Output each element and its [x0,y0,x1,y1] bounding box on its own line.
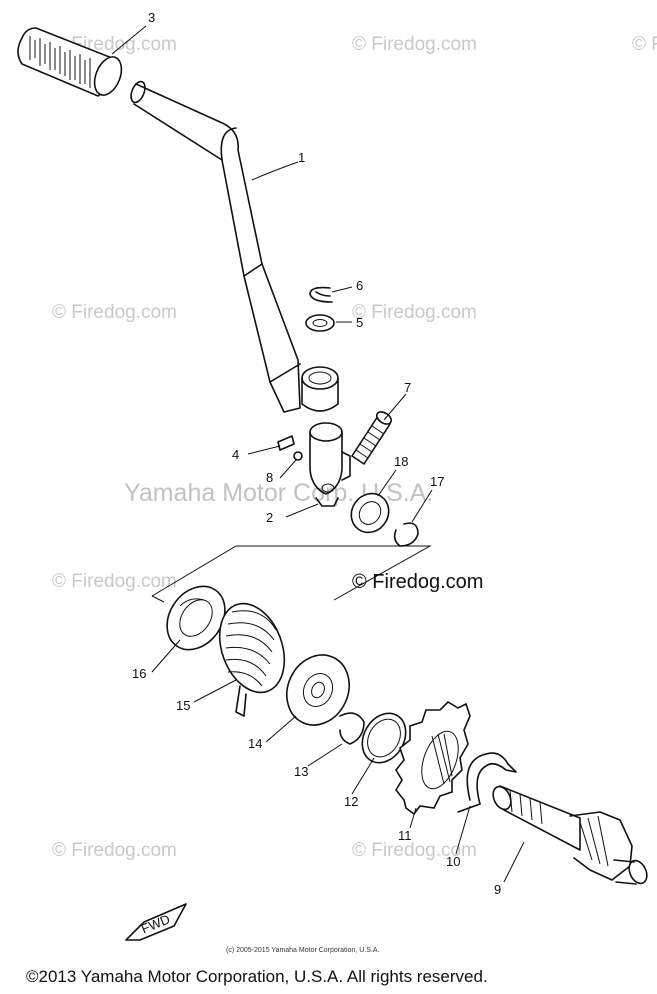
watermark-firedog: © Firedog.com [52,302,177,323]
watermark-firedog-dark: © Firedog.com [352,571,483,593]
callout-1: 1 [298,150,305,165]
watermark-firedog: © Firedog.com [52,840,177,861]
callout-10: 10 [446,854,460,869]
callout-2: 2 [266,510,273,525]
part-spring-plate [286,654,350,726]
part-screw [277,435,303,461]
callout-6: 6 [356,278,363,293]
callout-15: 15 [176,698,190,713]
callout-4: 4 [232,447,239,462]
watermark-firedog: © Firedog.com [632,34,657,55]
callout-17: 17 [430,474,444,489]
leader-lines [111,25,525,883]
callout-16: 16 [132,666,146,681]
part-oil-seal [350,492,390,534]
watermark-firedog: © Firedog.com [352,840,477,861]
part-kick-gear [395,700,471,816]
part-circlip [393,522,419,547]
part-spring-guide [166,585,226,651]
callout-12: 12 [344,794,358,809]
fwd-arrow-icon: FWD [125,903,187,941]
callout-14: 14 [248,736,262,751]
callout-9: 9 [494,882,501,897]
part-bolt [351,411,393,465]
callout-3: 3 [148,10,155,25]
callout-18: 18 [394,454,408,469]
part-kick-shaft [492,785,648,885]
callout-13: 13 [294,764,308,779]
part-boss [309,422,351,507]
watermark-firedog: © Firedog.com [352,302,477,323]
callout-8: 8 [266,470,273,485]
part-kick-lever [133,83,339,413]
part-clip [309,286,333,303]
part-circlip-small [339,712,365,745]
fwd-label: FWD [139,911,172,936]
part-torsion-spring [218,602,286,717]
callout-5: 5 [356,315,363,330]
callouts: 3 1 6 5 7 4 8 2 18 17 16 15 14 13 12 11 … [132,10,501,897]
watermark-firedog: © Firedog.com [352,34,477,55]
footer-copyright: ©2013 Yamaha Motor Corporation, U.S.A. A… [26,967,488,986]
watermark-firedog: © Firedog.com [52,571,177,592]
callout-11: 11 [398,828,412,843]
callout-7: 7 [404,380,411,395]
part-washer [305,314,335,332]
assembly-outline [151,545,432,603]
watermark-layer: © Firedog.com © Firedog.com © Firedog.co… [52,34,657,861]
small-copyright: (c) 2005-2015 Yamaha Motor Corporation, … [226,947,379,954]
